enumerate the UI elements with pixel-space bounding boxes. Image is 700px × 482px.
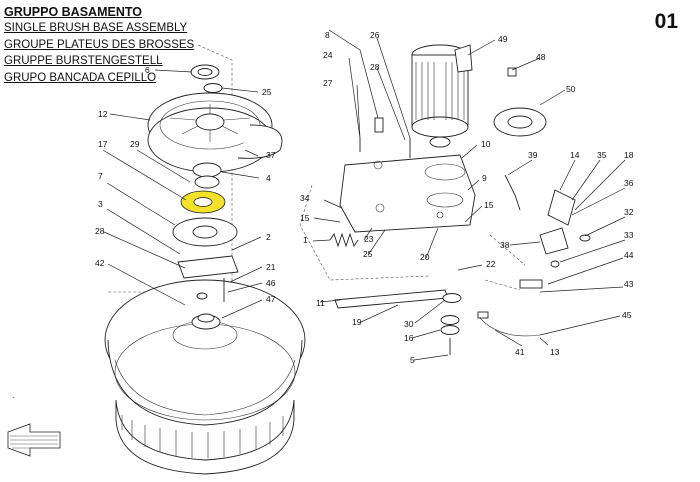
bearing-part — [190, 64, 220, 80]
direction-arrow-icon — [7, 423, 61, 457]
callout-labels: 6 25 12 37 4 17 29 7 3 28 42 2 21 46 47 … — [95, 30, 634, 365]
fitting-part — [477, 311, 489, 319]
brush-base-part — [104, 279, 306, 426]
callout-31: 29 — [130, 139, 140, 149]
callout-20: 20 — [420, 252, 430, 262]
callout-7: 7 — [98, 171, 103, 181]
callout-12: 12 — [98, 109, 108, 119]
callout-36: 36 — [624, 178, 634, 188]
callout-34: 34 — [300, 193, 310, 203]
callout-46: 46 — [266, 278, 276, 288]
bushing-part — [374, 117, 384, 133]
callout-18: 18 — [624, 150, 634, 160]
leader-lines — [102, 29, 626, 361]
callout-15: 15 — [300, 213, 310, 223]
hose-part — [479, 317, 541, 337]
callout-42: 42 — [95, 258, 105, 268]
callout-17: 17 — [98, 139, 108, 149]
callout-4: 4 — [266, 173, 271, 183]
valve-assembly-part — [519, 189, 591, 289]
lever-arm-part — [334, 289, 449, 309]
callout-25b: 26 — [370, 30, 380, 40]
title-main: GRUPPO BASAMENTO — [4, 5, 142, 19]
hub-part — [191, 313, 221, 330]
title-english: SINGLE BRUSH BASE ASSEMBLY — [4, 22, 188, 35]
callout-28: 28 — [370, 62, 380, 72]
callout-43: 43 — [624, 279, 634, 289]
page-number: 01 — [654, 10, 678, 33]
callout-44: 44 — [624, 250, 634, 260]
callout-49: 49 — [498, 34, 508, 44]
callout-9: 9 — [482, 173, 487, 183]
callout-33: 33 — [624, 230, 634, 240]
callout-48: 48 — [536, 52, 546, 62]
pulley-belt-part — [147, 92, 283, 173]
callout-35: 35 — [597, 150, 607, 160]
callout-30: 30 — [404, 319, 414, 329]
callout-13: 13 — [550, 347, 560, 357]
flange-part — [172, 217, 239, 279]
ring-plate-part — [493, 107, 547, 137]
assembly-titles: GRUPPO BASAMENTO SINGLE BRUSH BASE ASSEM… — [4, 4, 194, 86]
callout-25: 25 — [262, 87, 272, 97]
callout-21: 21 — [266, 262, 276, 272]
washer-part — [203, 83, 223, 93]
tube-part — [504, 174, 521, 211]
callout-5: 5 — [410, 355, 415, 365]
callout-22: 22 — [486, 259, 496, 269]
callout-41: 41 — [515, 347, 525, 357]
ring-part — [194, 175, 220, 189]
callout-50: 50 — [566, 84, 576, 94]
callout-45: 45 — [622, 310, 632, 320]
callout-47: 47 — [266, 294, 276, 304]
small-marker: . — [12, 390, 14, 400]
callout-29: 28 — [95, 226, 105, 236]
callout-8: 8 — [325, 30, 330, 40]
highlighted-part — [180, 190, 226, 214]
motor-part — [411, 44, 473, 148]
callout-2: 2 — [266, 232, 271, 242]
callout-38: 38 — [500, 240, 510, 250]
callout-39: 39 — [528, 150, 538, 160]
callout-14: 14 — [570, 150, 580, 160]
brush-bristles — [115, 399, 295, 475]
callout-15b: 15 — [484, 200, 494, 210]
callout-26: 25 — [363, 249, 373, 259]
chassis-frame-part — [339, 154, 476, 233]
callout-32: 32 — [624, 207, 634, 217]
callout-19: 19 — [352, 317, 362, 327]
screw-part — [196, 292, 208, 300]
callout-10: 10 — [481, 139, 491, 149]
callout-6: 6 — [145, 65, 150, 75]
callout-11: 11 — [316, 298, 325, 308]
spring-part — [329, 232, 359, 248]
callout-16: 16 — [404, 333, 414, 343]
callout-1: 1 — [303, 235, 308, 245]
title-german: GRUPPE BURSTENGESTELL — [4, 55, 163, 68]
clip-part — [507, 67, 517, 77]
callout-37: 37 — [266, 150, 276, 160]
ring-part — [192, 162, 222, 178]
callout-27: 27 — [323, 78, 333, 88]
title-spanish: GRUPO BANCADA CEPILLO — [4, 71, 157, 84]
callout-23: 23 — [364, 234, 374, 244]
wheel-stack-part — [440, 293, 462, 355]
title-french: GROUPE PLATEUS DES BROSSES — [4, 38, 195, 51]
callout-3: 3 — [98, 199, 103, 209]
callout-24: 24 — [323, 50, 333, 60]
